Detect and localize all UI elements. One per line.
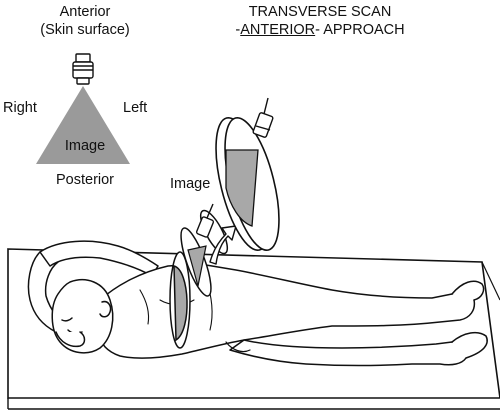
title-line-1: TRANSVERSE SCAN [248,4,392,20]
enlarged-scan-plane [215,117,280,251]
patient-figure [27,240,488,367]
legend-transducer-icon [72,53,94,85]
abdomen-transducer-icon [195,203,215,238]
legend-beam-triangle [36,86,130,164]
title-suffix: - APPROACH [315,22,405,38]
scan-image-label: Image [170,176,211,192]
legend-anterior-label: Anterior [59,4,111,20]
legend-left-label: Left [123,100,148,116]
legend-image-label: Image [64,138,106,154]
scan-transducer-icon [252,97,274,138]
title-line-2: -ANTERIOR- APPROACH [205,22,435,39]
title-anterior-emphasis: ANTERIOR [240,22,316,38]
magnify-arrow [209,225,237,265]
legend-posterior-label: Posterior [55,172,115,188]
title-prefix: - [235,22,241,38]
legend-right-label: Right [3,100,37,116]
legend-skin-surface-label: (Skin surface) [40,22,130,38]
